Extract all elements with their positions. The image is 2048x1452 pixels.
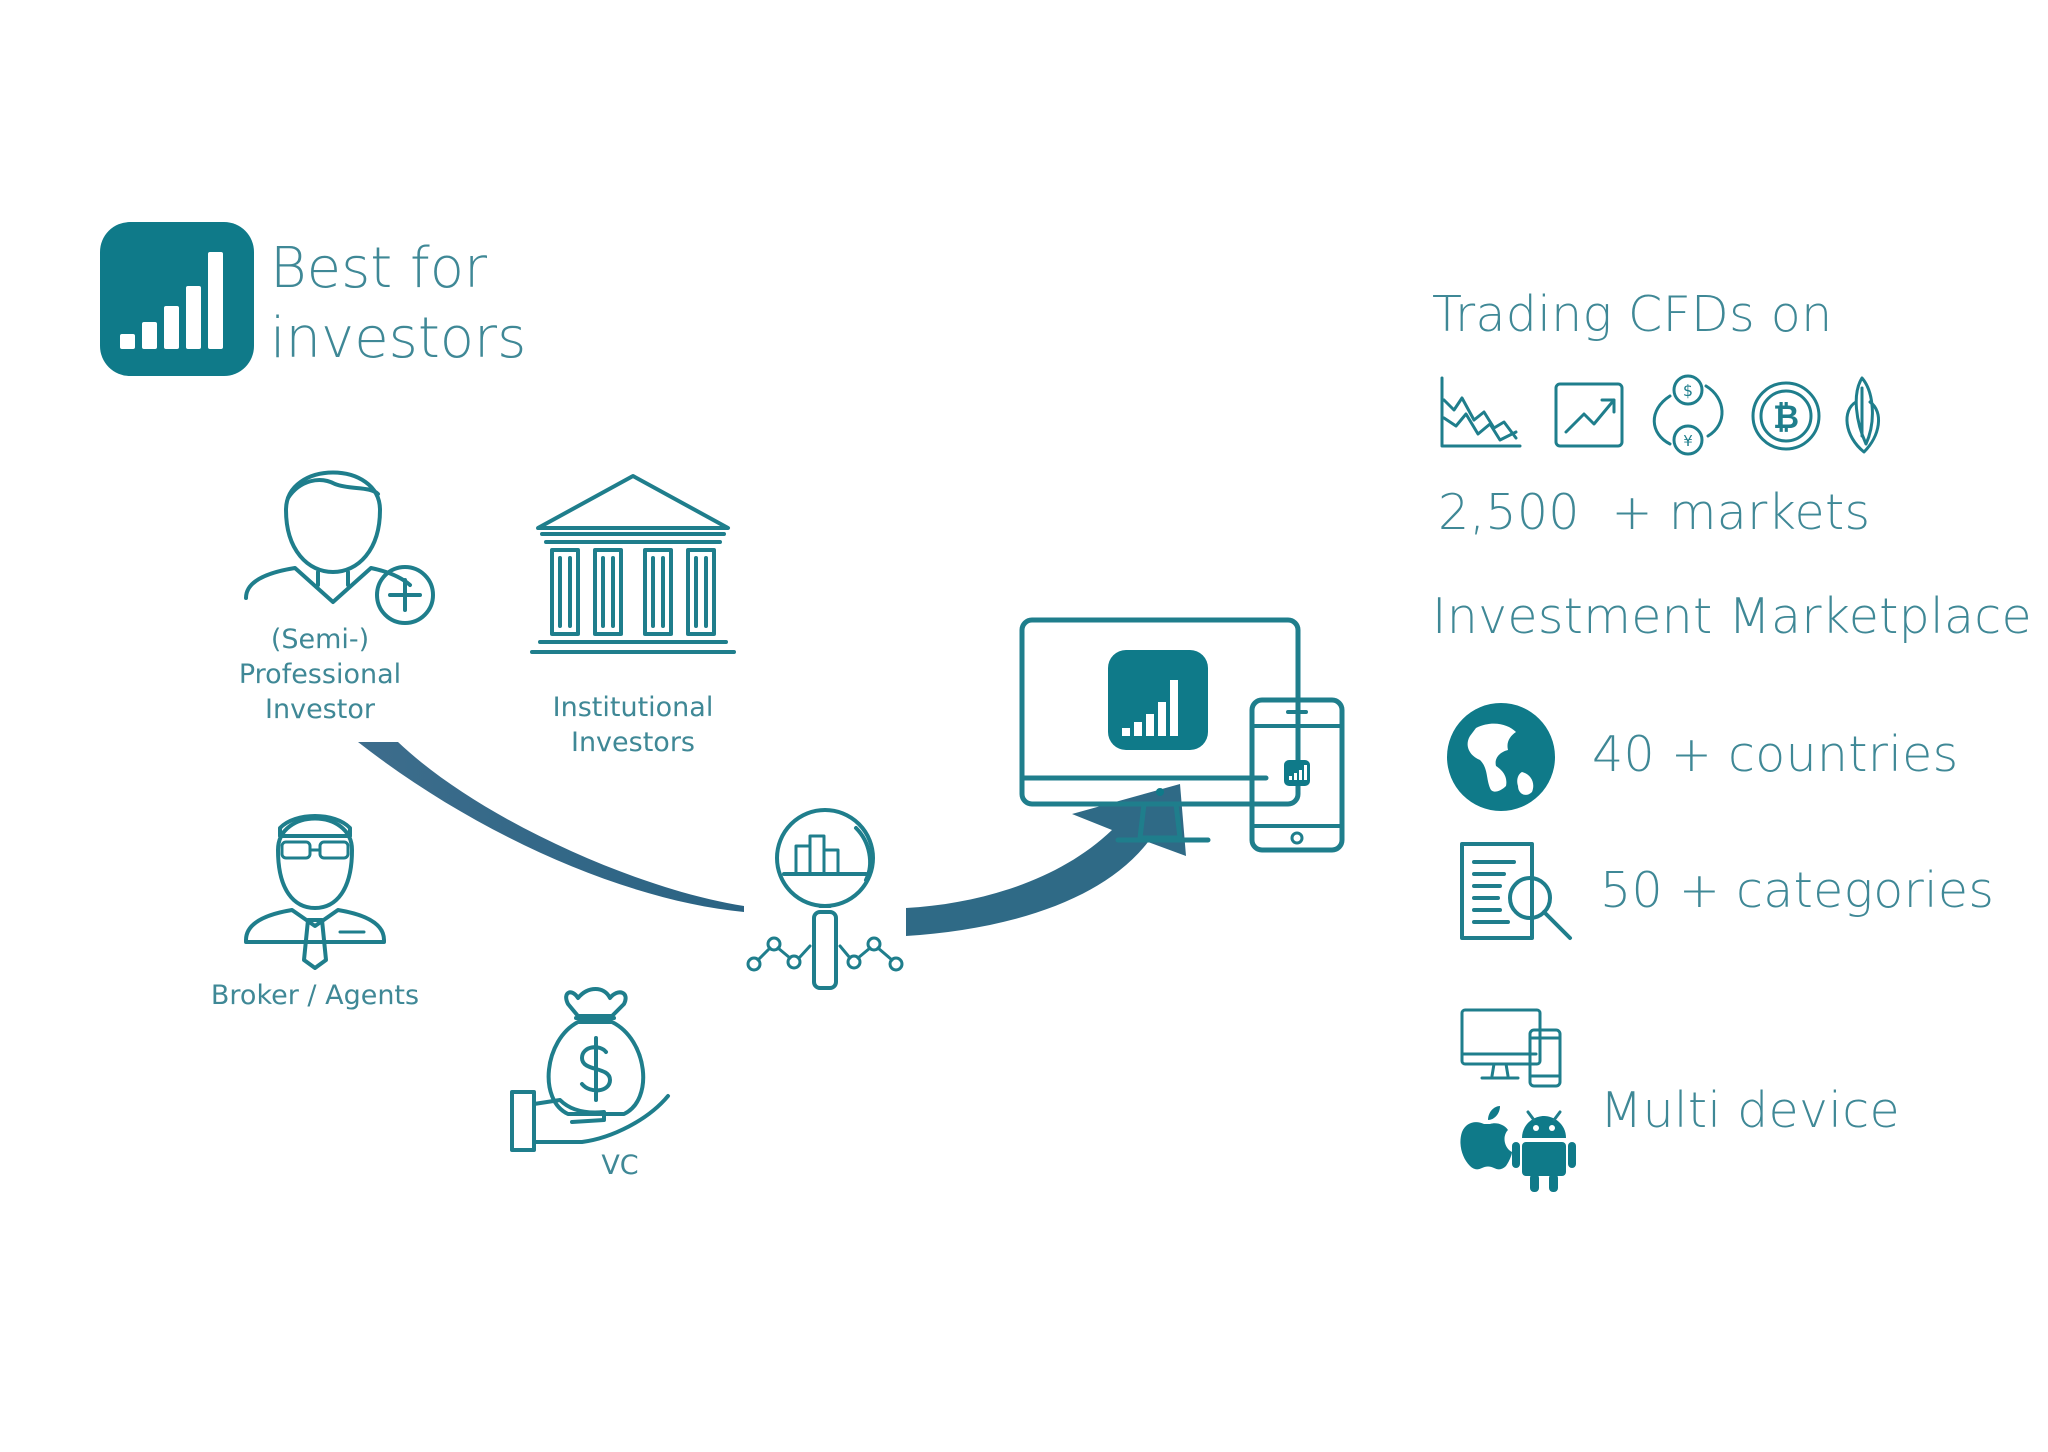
bar-chart-logo-icon [100, 222, 254, 376]
svg-text:$: $ [1683, 381, 1693, 400]
trend-up-icon [1554, 382, 1624, 448]
broker-agent-icon [244, 814, 386, 970]
svg-text:₿: ₿ [1773, 398, 1799, 436]
magnifier-chart-icon [746, 808, 904, 990]
platform-devices [1018, 616, 1348, 856]
stock-chart-icon [1440, 376, 1522, 448]
svg-text:¥: ¥ [1683, 432, 1693, 450]
globe-icon-wrap [1446, 702, 1556, 812]
investor-professional [240, 420, 440, 625]
android-icon [1512, 1110, 1576, 1192]
bank-building-icon [530, 474, 736, 654]
market-icons-row: $ ¥ ₿ [1438, 374, 1898, 460]
multi-device-label: Multi device [1600, 1082, 1900, 1139]
commodity-corn-icon [1845, 376, 1881, 454]
professional-investor-icon [244, 470, 435, 625]
desktop-phone-icon [1019, 617, 1345, 853]
multi-device-icons [1458, 1006, 1578, 1196]
categories-count: 50 + categories [1600, 862, 1995, 919]
globe-icon [1447, 703, 1555, 811]
label-broker-agents: Broker / Agents [210, 980, 420, 1011]
document-search-icon [1460, 842, 1572, 940]
brand-title-line2: investors [270, 306, 527, 371]
document-search-icon-wrap [1458, 840, 1576, 944]
label-professional-investor: (Semi-) Professional Investor [238, 624, 402, 726]
countries-count: 40 + countries [1592, 726, 1959, 783]
analysis-magnifier [744, 806, 906, 992]
investor-vc [508, 980, 678, 1160]
brand-logo [100, 222, 254, 376]
desktop-tablet-icon [1460, 1008, 1562, 1088]
heading-investment-marketplace: Investment Marketplace [1432, 588, 2032, 645]
label-institutional-investors: Institutional Investors [552, 692, 714, 759]
apple-icon [1460, 1106, 1512, 1170]
currency-exchange-icon: $ ¥ [1652, 374, 1724, 456]
brand-title-line1: Best for [270, 236, 488, 301]
money-bag-hand-icon [510, 987, 670, 1152]
investor-institutional [530, 470, 736, 660]
label-vc: VC [601, 1150, 639, 1181]
incoming-swoosh [358, 742, 744, 912]
heading-trading-cfds: Trading CFDs on [1432, 286, 1833, 343]
bitcoin-icon: ₿ [1751, 381, 1821, 451]
investor-broker [240, 790, 390, 970]
markets-count: 2,500 + markets [1438, 484, 1871, 541]
brand-title: Best for investors [270, 234, 526, 374]
